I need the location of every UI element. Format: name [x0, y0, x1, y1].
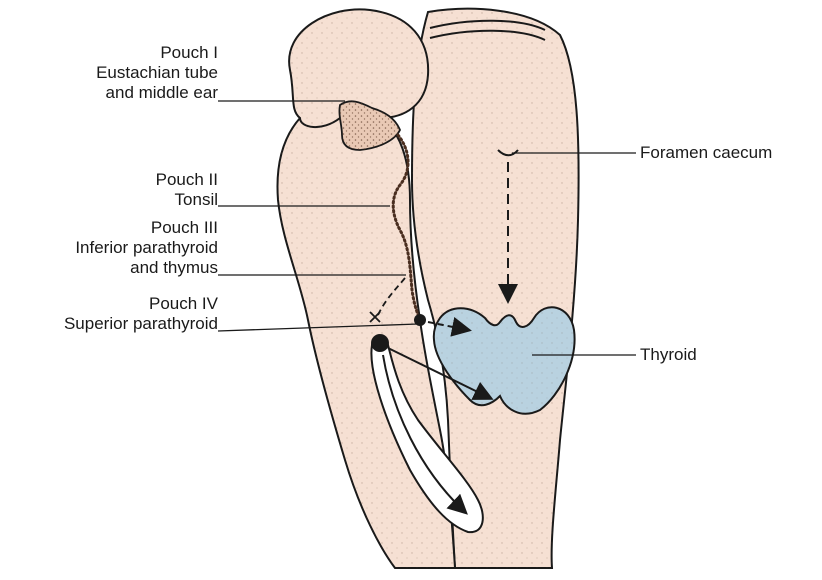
label-pouch4: Pouch IV Superior parathyroid [64, 294, 218, 334]
label-pouch2: Pouch II Tonsil [156, 170, 218, 210]
label-pouch3: Pouch III Inferior parathyroid and thymu… [75, 218, 218, 278]
label-pouch3-line2: and thymus [75, 258, 218, 278]
label-foramen-caecum: Foramen caecum [640, 143, 772, 163]
label-pouch2-title: Pouch II [156, 170, 218, 190]
label-thyroid: Thyroid [640, 345, 697, 365]
label-pouch2-line1: Tonsil [156, 190, 218, 210]
inferior-parathyroid-dot [371, 334, 389, 352]
label-pouch4-line1: Superior parathyroid [64, 314, 218, 334]
label-pouch1-line2: and middle ear [96, 83, 218, 103]
label-pouch4-title: Pouch IV [64, 294, 218, 314]
label-pouch1: Pouch I Eustachian tube and middle ear [96, 43, 218, 103]
label-pouch1-line1: Eustachian tube [96, 63, 218, 83]
label-pouch1-title: Pouch I [96, 43, 218, 63]
label-pouch3-title: Pouch III [75, 218, 218, 238]
label-pouch3-line1: Inferior parathyroid [75, 238, 218, 258]
